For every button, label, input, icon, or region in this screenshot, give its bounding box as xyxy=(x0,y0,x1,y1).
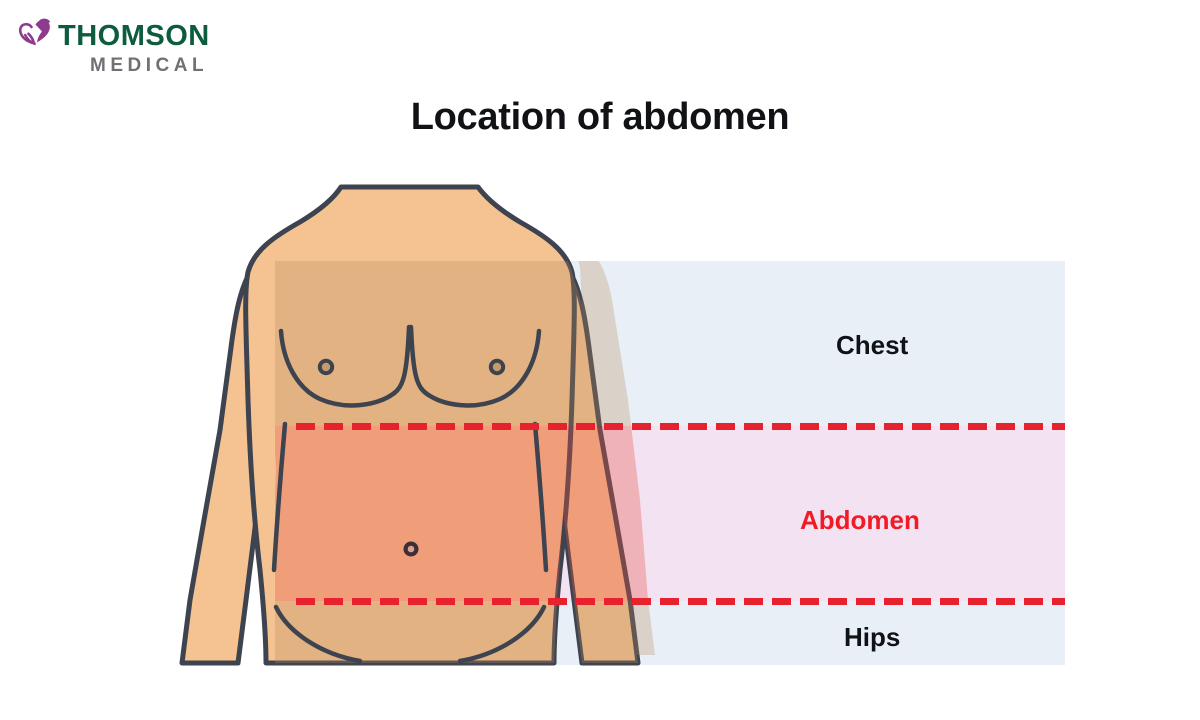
body-tint-chest xyxy=(275,261,655,426)
navel-icon xyxy=(403,541,419,557)
boundary-lines xyxy=(296,423,1065,605)
brand-name-secondary: MEDICAL xyxy=(90,55,209,76)
butterfly-heart-icon xyxy=(18,18,56,52)
body-tint-hips xyxy=(275,601,655,663)
pectoral-right xyxy=(408,324,542,408)
region-label-abdomen: Abdomen xyxy=(800,505,920,535)
briefs-line xyxy=(273,604,363,664)
brand-name-primary: THOMSON xyxy=(58,20,210,52)
waist-contour-left xyxy=(271,421,288,573)
brand-wordmark: THOMSON MEDICAL xyxy=(58,20,210,76)
region-label-chest: Chest xyxy=(836,330,909,360)
brand-logo: THOMSON MEDICAL xyxy=(18,18,248,88)
nipple-icon-left xyxy=(317,358,335,376)
page-title: Location of abdomen xyxy=(410,96,790,138)
body-region-tints xyxy=(275,261,655,663)
region-label-hips: Hips xyxy=(844,622,901,652)
body-markers xyxy=(317,358,506,557)
pectoral-left xyxy=(278,324,412,408)
waist-contour-right xyxy=(532,421,549,573)
body-tint-abdomen xyxy=(275,426,655,601)
body-contour-details xyxy=(271,324,549,664)
nipple-icon-right xyxy=(488,358,506,376)
briefs-line-right xyxy=(457,604,547,664)
